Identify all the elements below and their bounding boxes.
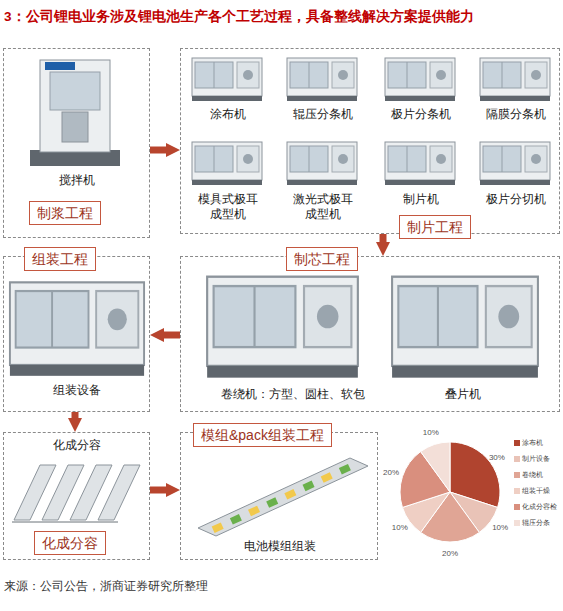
stage-label: 组装工程 xyxy=(32,250,88,268)
illustration-part xyxy=(480,142,550,185)
legend-swatch xyxy=(514,440,520,446)
illustration-part xyxy=(192,142,262,185)
illustration-part xyxy=(303,481,315,492)
illustration-part xyxy=(192,58,262,101)
illustration-part xyxy=(284,489,296,500)
illustration-part xyxy=(287,58,357,101)
machine-pictures xyxy=(10,58,550,378)
module-line xyxy=(198,458,368,536)
machine-caption: 极片分切机 xyxy=(474,192,558,207)
stage-tag: 制片工程 xyxy=(399,215,471,239)
pie-chart xyxy=(400,442,500,542)
illustration-part xyxy=(421,442,450,492)
flow-arrow xyxy=(150,487,166,494)
process-panel: 电池模组组装模组&pack组装工程 xyxy=(180,432,378,560)
legend-swatch xyxy=(514,520,520,526)
stage-label: 制芯工程 xyxy=(294,250,350,268)
process-panel: 化成分容化成分容 xyxy=(3,432,150,560)
process-panel: 组装设备组装工程 xyxy=(3,256,150,412)
illustration-part xyxy=(321,472,333,483)
process-panel: 卷绕机：方型、圆柱、软包叠片机制芯工程 xyxy=(180,256,560,412)
process-panel: 搅拌机制浆工程 xyxy=(3,48,150,238)
illustration-part xyxy=(12,522,118,523)
legend-text: 卷绕机 xyxy=(522,470,543,479)
flow-arrow xyxy=(150,147,166,154)
source-caption: 来源：公司公告，浙商证券研究所整理 xyxy=(4,578,208,595)
legend-swatch xyxy=(514,488,520,494)
illustration-part xyxy=(392,277,538,378)
illustration-part xyxy=(45,62,75,70)
stage-label: 模组&pack组装工程 xyxy=(201,426,324,444)
illustration-part xyxy=(207,277,358,378)
illustration-part xyxy=(385,142,455,185)
illustration-part xyxy=(212,522,224,533)
illustration-part xyxy=(10,282,144,375)
mixer-picture xyxy=(30,60,120,166)
illustration-part xyxy=(50,72,100,110)
process-panel: 涂布机辊压分条机极片分条机隔膜分条机模具式极耳成型机 激光式极耳成型机 制片机极片分… xyxy=(180,48,560,234)
percent-label: 10% xyxy=(388,523,412,533)
legend-text: 组装干燥 xyxy=(522,486,550,495)
legend-swatch xyxy=(514,504,520,510)
legend-swatch xyxy=(514,472,520,478)
legend-swatch xyxy=(514,456,520,462)
legend-text: 化成分容检 xyxy=(522,502,557,511)
illustration-part xyxy=(480,58,550,101)
percent-label: 30% xyxy=(485,453,509,463)
legend-item: 制片设备 xyxy=(514,454,550,463)
legend-text: 涂布机 xyxy=(522,438,543,447)
legend-item: 化成分容检 xyxy=(514,502,557,511)
machine-caption: 制片机 xyxy=(379,192,463,207)
machine-caption: 涂布机 xyxy=(186,107,270,122)
illustration-part xyxy=(62,112,88,142)
machine-caption: 隔膜分条机 xyxy=(474,107,558,122)
formation-racks xyxy=(12,465,140,522)
illustration-part xyxy=(266,497,278,508)
stage-label: 化成分容 xyxy=(42,534,98,552)
stage-tag: 化成分容 xyxy=(34,531,106,555)
figure-title: 3：公司锂电业务涉及锂电池生产各个工艺过程，具备整线解决方案提供能力 xyxy=(4,8,474,26)
machine-caption: 激光式极耳成型机 xyxy=(291,192,355,222)
stage-tag: 组装工程 xyxy=(24,247,96,271)
illustration-part xyxy=(230,514,242,525)
percent-label: 20% xyxy=(438,549,462,559)
flow-arrow xyxy=(164,332,180,339)
percent-label: 20% xyxy=(379,468,403,478)
illustration-part xyxy=(212,464,351,533)
machine-caption: 极片分条机 xyxy=(379,107,463,122)
illustration-part xyxy=(248,506,260,517)
machine-caption: 组装设备 xyxy=(22,383,132,398)
illustration-part xyxy=(98,465,140,520)
flow-arrow xyxy=(380,234,387,242)
machine-caption: 辊压分条机 xyxy=(281,107,365,122)
stage-label: 制浆工程 xyxy=(37,204,93,222)
stage-tag: 制浆工程 xyxy=(29,201,101,225)
machine-caption: 搅拌机 xyxy=(27,173,127,188)
illustration-part xyxy=(287,142,357,185)
legend-item: 组装干燥 xyxy=(514,486,550,495)
machine-caption: 电池模组组装 xyxy=(200,539,360,554)
illustration-part xyxy=(385,58,455,101)
illustration-part xyxy=(339,464,351,475)
illustration-part xyxy=(40,60,110,152)
machine-caption: 模具式极耳成型机 xyxy=(196,192,260,222)
legend-text: 辊压分条 xyxy=(522,518,550,527)
machine-caption: 化成分容 xyxy=(22,438,132,453)
legend-item: 辊压分条 xyxy=(514,518,550,527)
illustration-part xyxy=(198,458,368,536)
percent-label: 10% xyxy=(419,428,443,438)
stage-label: 制片工程 xyxy=(407,218,463,236)
legend-text: 制片设备 xyxy=(522,454,550,463)
percent-label: 10% xyxy=(488,523,512,533)
stage-tag: 模组&pack组装工程 xyxy=(193,423,332,447)
stage-tag: 制芯工程 xyxy=(286,247,358,271)
legend-item: 涂布机 xyxy=(514,438,543,447)
machine-caption: 卷绕机：方型、圆柱、软包 xyxy=(193,387,393,402)
flow-arrow xyxy=(72,412,79,418)
legend-item: 卷绕机 xyxy=(514,470,543,479)
machine-caption: 叠片机 xyxy=(408,387,518,402)
